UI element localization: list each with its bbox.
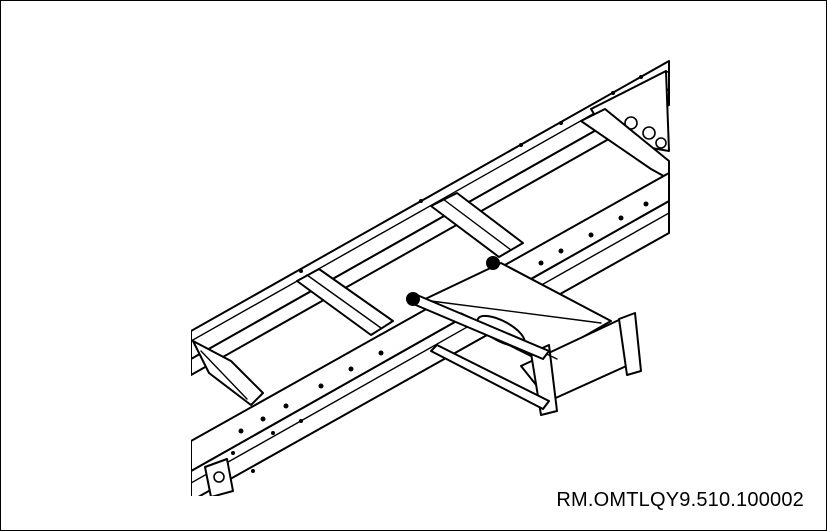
crossmember-end-plate [192,340,264,406]
spare-wheel-carrier [420,262,642,416]
towing-hook [204,458,234,496]
crossmember-rear [296,268,394,336]
crossmember-middle [430,192,524,258]
winch-clamp-lower [406,292,420,306]
crossmember-front [580,108,670,180]
figure-reference-code: RM.OMTLQY9.510.100002 [556,489,804,511]
winch-clamp-upper [486,256,500,270]
rail-rivet-holes [231,75,649,473]
